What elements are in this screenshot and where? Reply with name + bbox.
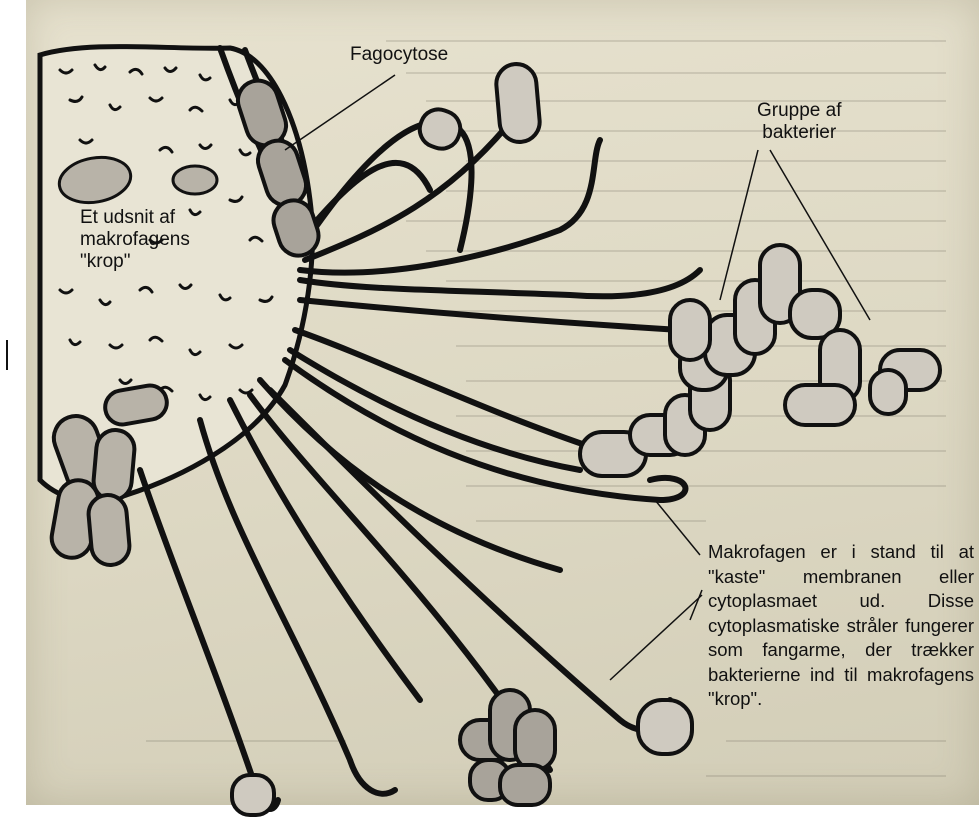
- label-fagocytose: Fagocytose: [350, 44, 448, 66]
- bacteria-top: [415, 62, 542, 153]
- bacteria-bottom: [232, 690, 692, 815]
- label-bacteria-group: Gruppe af bakterier: [757, 100, 842, 144]
- label-body-section: Et udsnit af makrofagens "krop": [80, 207, 190, 273]
- label-description: Makrofagen er i stand til at "kaste" mem…: [708, 540, 974, 712]
- bacteria-group-right: [580, 245, 940, 476]
